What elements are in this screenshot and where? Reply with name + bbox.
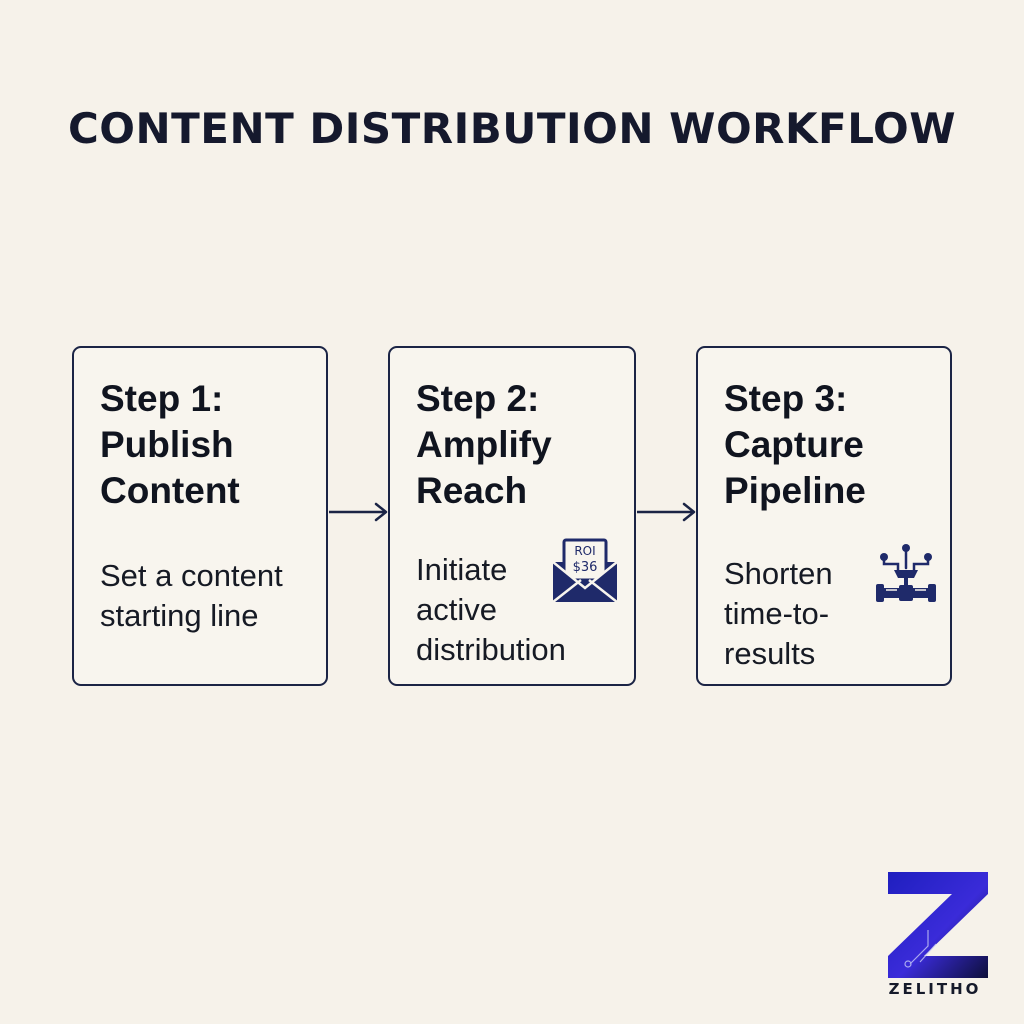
step-1-heading-line-2: Publish bbox=[100, 424, 234, 465]
step-2-description: Initiate active distribution bbox=[416, 550, 566, 670]
step-2-heading-line-3: Reach bbox=[416, 470, 528, 511]
step-1-heading-line-1: Step 1: bbox=[100, 378, 224, 419]
brand-logo bbox=[888, 872, 988, 978]
envelope-roi-value: $36 bbox=[573, 560, 598, 575]
diagram-title: CONTENT DISTRIBUTION WORKFLOW bbox=[67, 104, 957, 153]
brand-name: ZELITHO bbox=[888, 980, 982, 998]
step-2-description-line-1: Initiate bbox=[416, 552, 508, 587]
step-1-description-line-2: starting line bbox=[100, 598, 259, 633]
step-3-description-line-3: results bbox=[724, 636, 816, 671]
step-1-heading-line-3: Content bbox=[100, 470, 240, 511]
step-2-heading-line-2: Amplify bbox=[416, 424, 552, 465]
step-2-description-line-2: active bbox=[416, 592, 497, 627]
step-2-description-line-3: distribution bbox=[416, 632, 566, 667]
pipeline-network-icon bbox=[876, 544, 936, 602]
step-3-heading-line-2: Capture bbox=[724, 424, 864, 465]
step-1-description-line-1: Set a content bbox=[100, 558, 283, 593]
step-3-heading: Step 3: Capture Pipeline bbox=[724, 376, 934, 514]
step-3-heading-line-1: Step 3: bbox=[724, 378, 848, 419]
step-2-heading: Step 2: Amplify Reach bbox=[416, 376, 618, 514]
step-3-box: Step 3: Capture Pipeline Shorten time-to… bbox=[696, 346, 952, 686]
step-3-description-line-1: Shorten bbox=[724, 556, 833, 591]
step-1-description: Set a content starting line bbox=[100, 556, 283, 636]
step-3-description-line-2: time-to- bbox=[724, 596, 830, 631]
arrow-right-icon bbox=[329, 502, 388, 522]
step-1-heading: Step 1: Publish Content bbox=[100, 376, 310, 514]
envelope-roi-label: ROI bbox=[574, 544, 595, 558]
step-1-box: Step 1: Publish Content Set a content st… bbox=[72, 346, 328, 686]
step-2-box: Step 2: Amplify Reach Initiate active di… bbox=[388, 346, 636, 686]
arrow-right-icon bbox=[637, 502, 696, 522]
step-3-description: Shorten time-to- results bbox=[724, 554, 833, 674]
step-2-heading-line-1: Step 2: bbox=[416, 378, 540, 419]
step-3-heading-line-3: Pipeline bbox=[724, 470, 866, 511]
envelope-roi-icon: ROI $36 bbox=[552, 538, 618, 603]
